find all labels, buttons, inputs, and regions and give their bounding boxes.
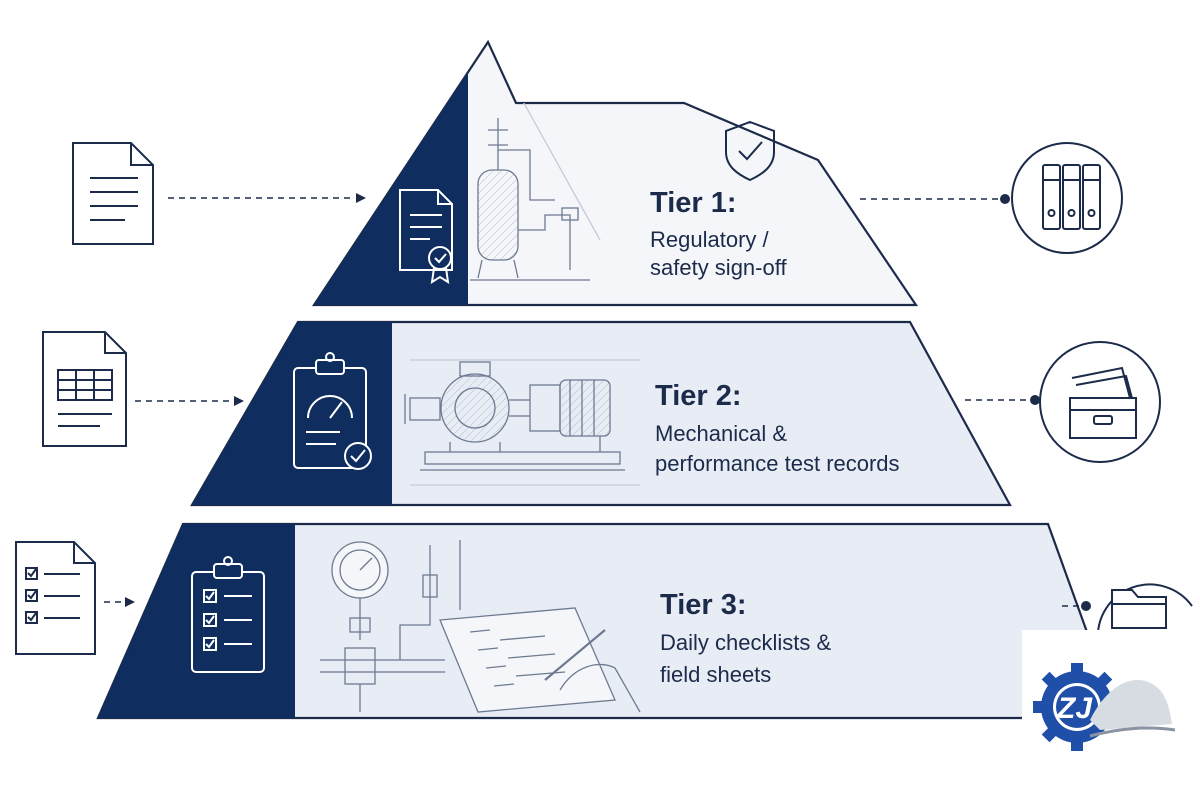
tier-2-title: Tier 2:: [655, 380, 742, 412]
file-box-icon: [1039, 341, 1161, 463]
pressure-vessel-sketch: [470, 59, 601, 281]
tier-1-description-line-2: safety sign-off: [650, 255, 787, 280]
checklist-document-icon: [15, 541, 96, 655]
tier-1-output-connector: [860, 194, 1010, 204]
tier-3-description-line-2: field sheets: [660, 662, 771, 687]
shield-check-icon: [725, 120, 775, 182]
logo-text: ZJ: [1056, 692, 1093, 725]
tier-1-badge-panel: [314, 72, 468, 305]
clipboard-checklist-icon: [191, 556, 265, 673]
tier-3-output-connector: [1062, 601, 1091, 611]
tier-2-input-arrow: [135, 396, 244, 406]
binders-icon: [1011, 142, 1123, 254]
tier-2-description-line-2: performance test records: [655, 451, 900, 476]
tier-2-band: Tier 2: Mechanical & performance test re…: [190, 320, 1012, 507]
tier-2-description-line-1: Mechanical &: [655, 421, 787, 446]
folder-icon: [1096, 583, 1193, 641]
centrifugal-pump-sketch: [404, 359, 640, 486]
tier-3-band: Tier 3: Daily checklists & field sheets: [96, 522, 1120, 720]
tier-3-badge-panel: [98, 524, 295, 718]
company-logo: ZJ: [1022, 630, 1200, 800]
gear-icon: [1033, 663, 1121, 751]
tier-1-description-line-1: Regulatory /: [650, 227, 770, 252]
tier-1-input-arrow: [168, 193, 366, 203]
tier-2-badge-panel: [192, 322, 392, 505]
certificate-icon: [399, 189, 453, 284]
tier-3-title: Tier 3:: [660, 589, 747, 621]
tier-3-description-line-1: Daily checklists &: [660, 630, 831, 655]
road-swoosh: [1090, 680, 1172, 730]
gauge-piping-checklist-sketch: [320, 540, 641, 713]
text-document-icon: [72, 142, 154, 245]
tier-1-band: Tier 1: Regulatory / safety sign-off: [311, 39, 919, 307]
tier-1-title: Tier 1:: [650, 187, 737, 219]
tier-3-input-arrow: [104, 597, 135, 607]
clipboard-gauge-icon: [293, 352, 372, 470]
tier-2-output-connector: [965, 395, 1040, 405]
spreadsheet-document-icon: [42, 331, 127, 447]
